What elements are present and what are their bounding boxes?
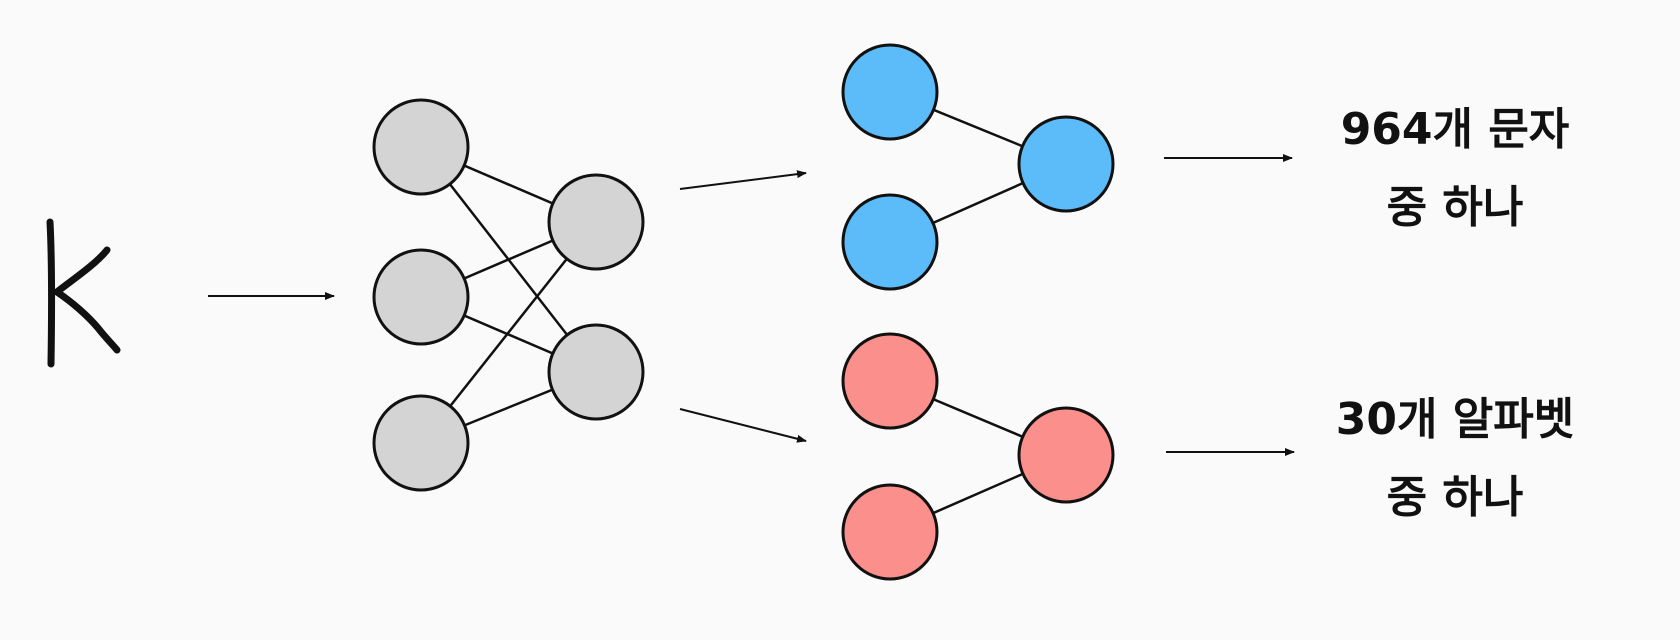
top-head bbox=[841, 43, 1115, 291]
shared-to-bottom-head-arrow bbox=[679, 408, 807, 443]
bottom-head-input-node bbox=[841, 483, 939, 581]
bottom-output-label-line2: 중 하나 bbox=[1387, 472, 1524, 523]
bottom-head bbox=[841, 332, 1115, 581]
shared-hidden-node bbox=[547, 323, 645, 421]
shared-input-node bbox=[372, 394, 470, 492]
shared-input-node bbox=[372, 98, 470, 196]
top-output-label-line1: 964개 문자 bbox=[1341, 104, 1570, 155]
top-head-input-node bbox=[841, 43, 939, 141]
top-head-output-node bbox=[1017, 115, 1115, 213]
top-head-input-node bbox=[841, 193, 939, 291]
shared-hidden-node bbox=[547, 173, 645, 271]
bottom-output-label-line1: 30개 알파벳 bbox=[1336, 394, 1574, 445]
bottom-head-input-node bbox=[841, 332, 939, 430]
bottom-head-output-node bbox=[1017, 406, 1115, 504]
shared-network-nodes bbox=[372, 98, 645, 492]
bottom-output-label: 30개 알파벳 중 하나 bbox=[1336, 394, 1574, 523]
handwritten-input-glyph bbox=[46, 218, 121, 368]
shared-to-top-head-arrow bbox=[679, 170, 807, 190]
shared-input-node bbox=[372, 248, 470, 346]
top-output-label-line2: 중 하나 bbox=[1387, 182, 1524, 233]
top-output-label: 964개 문자 중 하나 bbox=[1341, 104, 1570, 233]
